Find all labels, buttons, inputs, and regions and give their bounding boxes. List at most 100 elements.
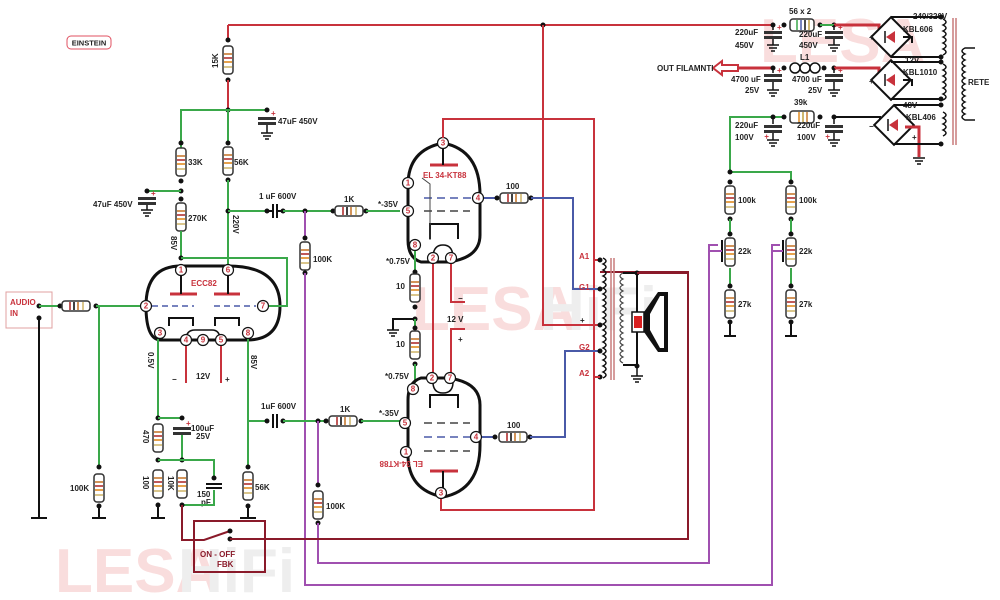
label-cathode-v-top: *0.75V	[386, 257, 411, 266]
label-100-cathode: 100	[141, 476, 150, 490]
heater-minus: −	[172, 375, 177, 384]
svg-text:4: 4	[474, 433, 479, 442]
resistor-270k	[175, 202, 187, 232]
label-hv-cap-right-1: 220uF	[799, 30, 822, 39]
pot-22k-left[interactable]	[709, 237, 736, 267]
svg-text:1: 1	[179, 266, 184, 275]
svg-text:1: 1	[406, 179, 411, 188]
pot-22k-right[interactable]	[772, 237, 797, 267]
label-12v-power: 12 V	[447, 315, 464, 324]
resistor-100k-bias-right	[785, 185, 797, 215]
label-270k: 270K	[188, 214, 207, 223]
bias-minus: −	[869, 122, 874, 131]
pt-heater-plus: +	[458, 335, 463, 344]
label-150: 150	[197, 490, 211, 499]
label-470: 470	[141, 430, 150, 444]
label-bias-cap-right-1: 220uF	[797, 121, 820, 130]
svg-text:8: 8	[411, 385, 416, 394]
label-10-top: 10	[396, 282, 405, 291]
bias-plus: +	[912, 133, 917, 142]
label-220v: 220V	[231, 215, 240, 234]
tap-plus: +	[580, 316, 585, 325]
svg-text:6: 6	[226, 266, 231, 275]
label-fil-cap-right-2: 25V	[808, 86, 823, 95]
watermark-hifi: HiFi	[178, 537, 295, 600]
resistor-100k-input	[93, 473, 105, 503]
title-badge: EINSTEIN	[66, 35, 112, 50]
svg-text:8: 8	[413, 241, 418, 250]
label-39k: 39k	[794, 98, 808, 107]
feedback-switch-label: ON - OFF	[200, 550, 235, 559]
label-25v: 25V	[196, 432, 211, 441]
label-56k: 56K	[234, 158, 249, 167]
resistor-input	[61, 300, 91, 312]
ecc82-pins: 1 6 2 7 3 4 9 5 8	[139, 263, 270, 347]
resistor-56k-tail	[242, 471, 254, 501]
svg-text:3: 3	[158, 329, 163, 338]
label-85v-cathode: 85V	[249, 355, 258, 370]
resistor-39k	[789, 110, 815, 124]
svg-text:2: 2	[430, 374, 435, 383]
svg-text:4: 4	[184, 336, 189, 345]
svg-text:3: 3	[441, 139, 446, 148]
label-cap-left: 47uF 450V	[93, 200, 133, 209]
resistor-1k-bottom	[328, 415, 358, 427]
hv-plus: +	[869, 33, 874, 42]
label-15k: 15K	[211, 53, 220, 68]
ecc82-label: ECC82	[191, 279, 217, 288]
label-100k-input: 100K	[70, 484, 89, 493]
power-tube-top-pins: 3 1 5 4 8 2 7	[401, 136, 485, 265]
resistor-1k-top	[334, 205, 364, 217]
watermark-lesa-center: LESA	[412, 275, 577, 344]
label-coupling-cap-top: 1 uF 600V	[259, 192, 297, 201]
resistor-100-cathode	[152, 469, 164, 499]
label-kbl606: KBL606	[903, 25, 933, 34]
label-rete: RETE	[968, 78, 990, 87]
svg-text:5: 5	[403, 419, 408, 428]
label-27k-left: 27k	[738, 300, 752, 309]
power-tube-bottom-pins: 3 1 5 4 8 2 7	[398, 371, 483, 500]
label-screen-bottom: 100	[507, 421, 521, 430]
label-hv-cap-right-2: 450V	[799, 41, 818, 50]
svg-text:7: 7	[449, 254, 454, 263]
label-56k-tail: 56K	[255, 483, 270, 492]
svg-text:9: 9	[201, 336, 206, 345]
label-12v-preamp: 12V	[196, 372, 211, 381]
tap-a1: A1	[579, 252, 590, 261]
fil-plus: +	[869, 77, 874, 86]
label-22k-right: 22k	[799, 247, 813, 256]
label-10-bottom: 10	[396, 340, 405, 349]
resistor-27k-right	[785, 289, 797, 319]
tap-a2: A2	[579, 369, 590, 378]
label-cathode-v-bottom: *0.75V	[385, 372, 410, 381]
power-tube-bottom: EL 34-KT88	[379, 376, 482, 499]
power-tube-top-label: EL 34-KT88	[423, 171, 467, 180]
resistor-15k	[222, 45, 234, 75]
label-out-filamenti: OUT FILAMNTI	[657, 64, 713, 73]
resistor-10k-fb	[176, 469, 188, 499]
resistor-470	[152, 423, 164, 453]
label-33k: 33K	[188, 158, 203, 167]
feedback-switch-sub: FBK	[217, 560, 234, 569]
label-pf: pF	[201, 498, 211, 507]
label-l1: L1	[800, 53, 810, 62]
watermark-hifi-center: HiFi	[540, 275, 657, 344]
label-bias-cap-right-2: 100V	[797, 133, 816, 142]
out-filamenti-arrow	[711, 58, 739, 78]
audio-in-label-2: IN	[10, 309, 18, 318]
label-85v-plate: 85V	[169, 236, 178, 251]
label-27k-right: 27k	[799, 300, 813, 309]
label-100k-bias-left: 100k	[738, 196, 756, 205]
output-transformer: A1 G1 + G2 A2	[579, 252, 688, 383]
resistor-100-screen-bottom	[498, 431, 528, 443]
title-badge-text: EINSTEIN	[72, 39, 107, 48]
tap-g1: G1	[579, 283, 590, 292]
label-cap-supply: 47uF 450V	[278, 117, 318, 126]
label-fil-cap-right-1: 4700 uF	[792, 75, 822, 84]
label-100k-grid-top: 100K	[313, 255, 332, 264]
resistor-56k	[222, 146, 234, 176]
label-56x2: 56 x 2	[789, 7, 812, 16]
audio-in-box[interactable]: AUDIO IN	[5, 291, 53, 329]
svg-text:1: 1	[404, 448, 409, 457]
